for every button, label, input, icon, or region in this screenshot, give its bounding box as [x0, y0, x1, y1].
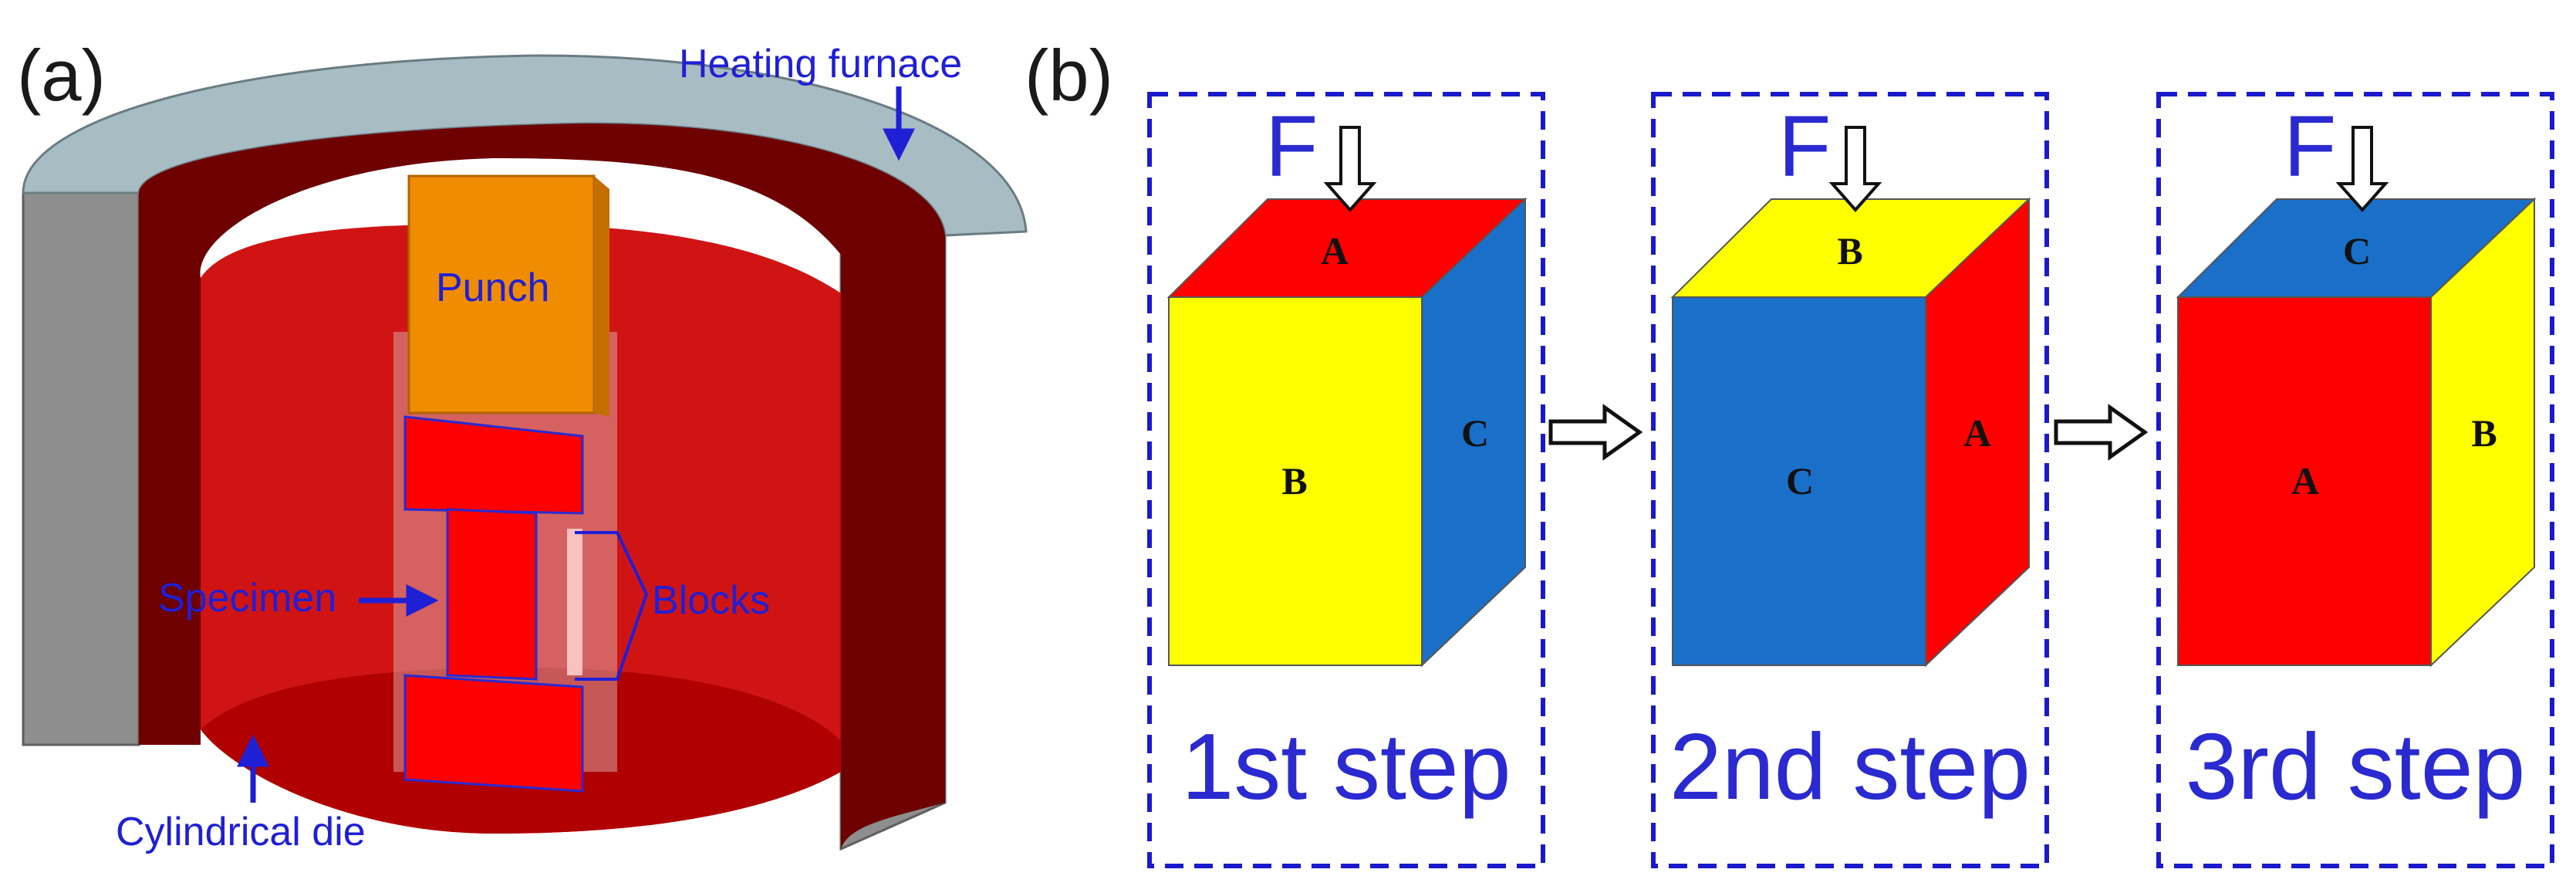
specimen	[446, 508, 538, 681]
panel-b-letter: (b)	[1025, 35, 1113, 116]
panel-a-letter: (a)	[17, 35, 106, 116]
punch	[407, 174, 609, 417]
transition-arrow-2-3	[2054, 404, 2149, 461]
step-2-frame	[1651, 92, 2049, 868]
block-side-sliver	[567, 529, 582, 675]
lower-block	[403, 674, 584, 793]
blocks-leader	[575, 531, 649, 681]
step-3-side-face	[2430, 197, 2535, 668]
step-1-side-face	[1421, 197, 1526, 668]
step-1-top-label: A	[1321, 229, 1349, 272]
label-specimen: Specimen	[158, 576, 336, 621]
step-2-force-label: F	[1778, 98, 1831, 194]
step-2-top-label: B	[1837, 229, 1862, 272]
panel-a: (a) He	[17, 35, 1028, 854]
label-punch: Punch	[436, 266, 549, 310]
step-3-cube: C A B	[2176, 197, 2537, 668]
step-2-side-face	[1925, 197, 2030, 668]
step-1-force-arrow	[1323, 126, 1377, 213]
label-blocks: Blocks	[652, 578, 770, 623]
panel-b: (b) A B C F B C A F	[1025, 35, 2554, 868]
step-2-label: 2nd step	[1670, 714, 2031, 819]
transition-arrow-1-2	[1548, 404, 1643, 461]
step-3-front-label: A	[2291, 459, 2319, 502]
step-1-frame	[1147, 92, 1545, 868]
step-1-side-label: C	[1461, 411, 1489, 455]
step-2-cube: B C A	[1670, 197, 2031, 668]
step-2-side-label: A	[1963, 411, 1991, 455]
punch-side	[594, 176, 609, 417]
step-3-side-label: B	[2471, 411, 2497, 455]
step-3-frame	[2156, 92, 2554, 868]
furnace-cavity	[139, 123, 945, 849]
step-1-label: 1st step	[1181, 714, 1511, 819]
step-2-force-arrow	[1828, 126, 1882, 213]
step-1-front-label: B	[1281, 459, 1307, 502]
label-heating-furnace: Heating furnace	[679, 42, 962, 86]
step-2-front-label: C	[1786, 459, 1814, 502]
step-3-top-label: C	[2343, 229, 2371, 272]
step-3-force-arrow	[2335, 126, 2389, 213]
step-3-force-label: F	[2284, 98, 2336, 194]
step-1-cube: A B C	[1166, 197, 1528, 668]
upper-block	[403, 415, 584, 515]
label-cylindrical-die: Cylindrical die	[116, 810, 366, 854]
step-3-label: 3rd step	[2186, 714, 2526, 819]
step-1-force-label: F	[1265, 98, 1318, 194]
furnace-left-wall	[22, 191, 140, 746]
